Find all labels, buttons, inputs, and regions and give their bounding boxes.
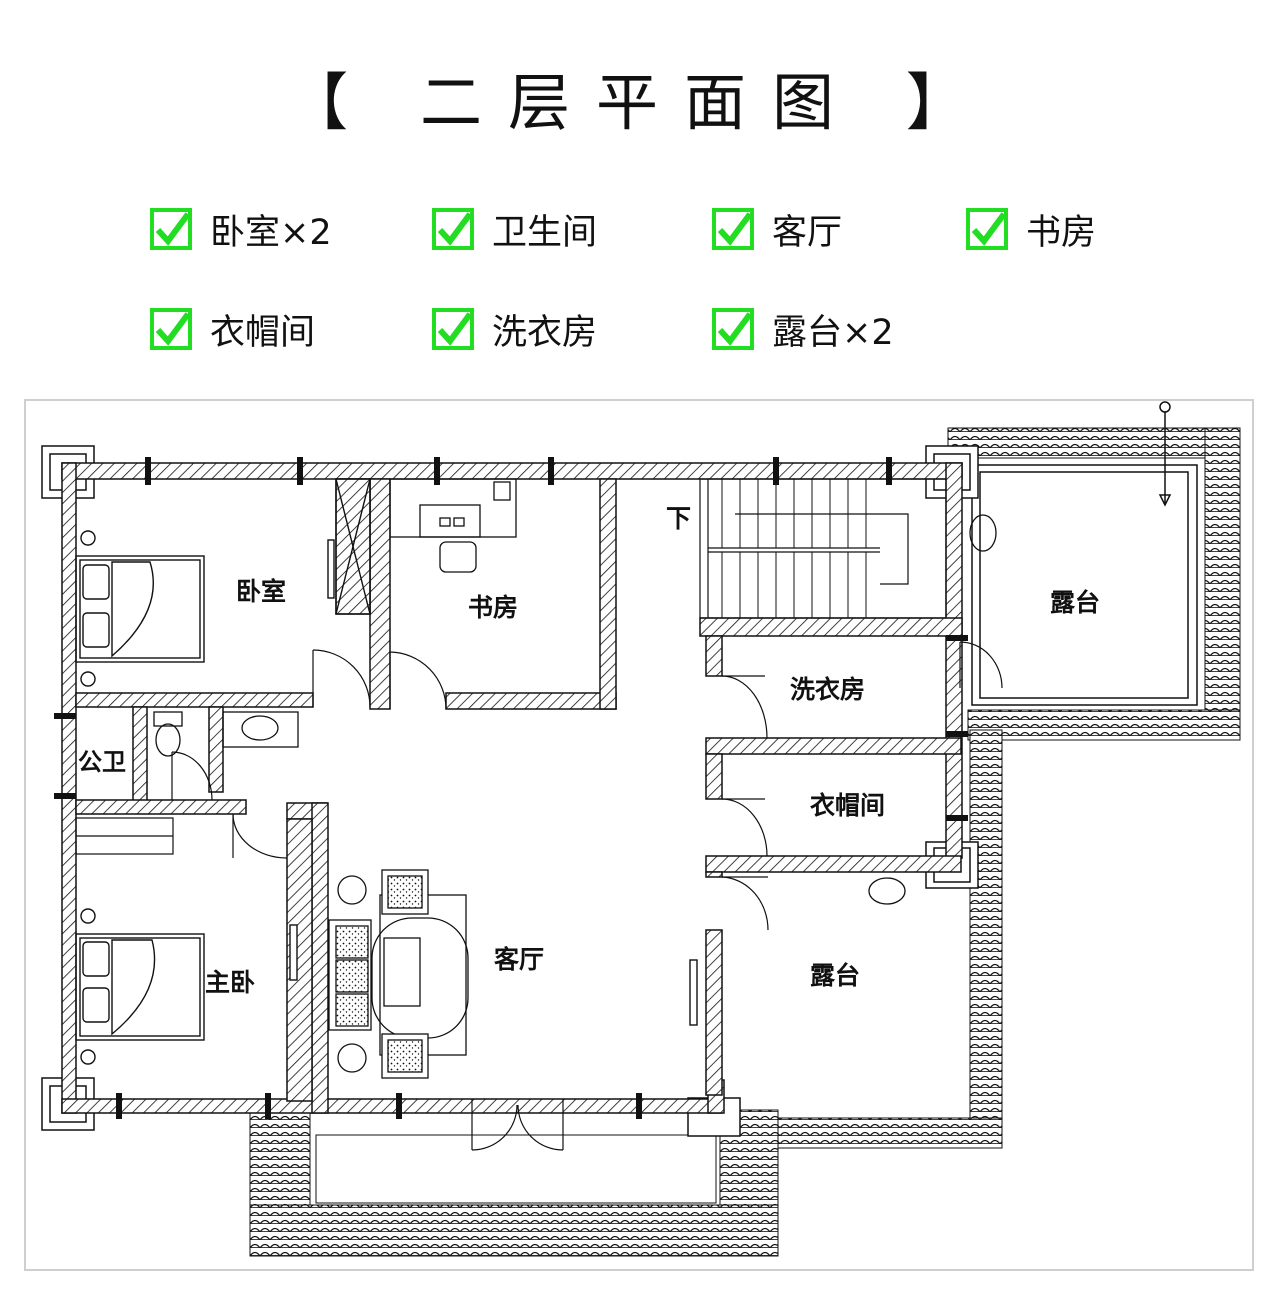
room-label-terrace-bottom: 露台 — [810, 961, 860, 990]
checkbox-checked-icon — [432, 308, 474, 350]
checkbox-checked-icon — [966, 208, 1008, 250]
bed-master — [75, 908, 205, 1065]
feature-label: 洗衣房 — [492, 312, 598, 353]
feature-item: 洗衣房 — [432, 306, 598, 353]
roof-tiles — [249, 427, 1241, 1257]
feature-item: 书房 — [966, 206, 1097, 253]
terrace-outline — [971, 401, 1198, 706]
tv-units — [289, 478, 698, 1026]
checkbox-checked-icon — [712, 208, 754, 250]
feature-item: 卫生间 — [432, 206, 598, 253]
room-label-stair-down: 下 — [666, 504, 691, 533]
room-label-cloakroom: 衣帽间 — [810, 791, 885, 820]
feature-item: 露台×2 — [712, 306, 894, 353]
room-label-bedroom: 卧室 — [236, 577, 286, 606]
bathroom-fixtures — [153, 514, 997, 905]
room-label-terrace-top: 露台 — [1050, 588, 1100, 617]
feature-label: 客厅 — [772, 212, 843, 253]
feature-item: 客厅 — [712, 206, 843, 253]
feature-label: 卧室×2 — [210, 212, 332, 253]
floor-plan-frame — [24, 399, 1254, 1271]
checkbox-checked-icon — [432, 208, 474, 250]
feature-label: 露台×2 — [772, 312, 894, 353]
staircase — [699, 478, 947, 619]
wardrobe-rail — [75, 817, 174, 855]
feature-item: 卧室×2 — [150, 206, 332, 253]
feature-item: 衣帽间 — [150, 306, 316, 353]
checkbox-checked-icon — [712, 308, 754, 350]
feature-label: 衣帽间 — [210, 312, 316, 353]
feature-label: 书房 — [1026, 212, 1097, 253]
room-label-living: 客厅 — [494, 945, 544, 974]
sofa-set — [328, 869, 469, 1079]
doors — [171, 641, 1003, 1151]
room-label-public-bath: 公卫 — [78, 748, 126, 776]
room-label-laundry: 洗衣房 — [790, 675, 865, 704]
checkbox-checked-icon — [150, 308, 192, 350]
page-title: 【 二层平面图 】 — [286, 66, 994, 139]
checkbox-checked-icon — [150, 208, 192, 250]
study-desk — [389, 478, 517, 573]
windows — [54, 457, 968, 1119]
feature-label: 卫生间 — [492, 212, 598, 253]
bed-upper — [75, 530, 205, 687]
room-label-study: 书房 — [468, 593, 518, 622]
room-label-master: 主卧 — [205, 968, 255, 997]
